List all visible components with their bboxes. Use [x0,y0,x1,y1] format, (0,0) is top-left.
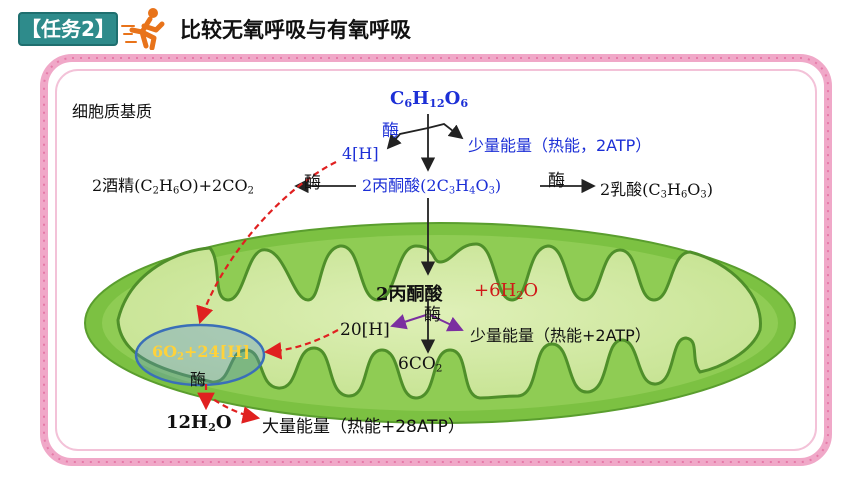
alcohol-product: 2酒精(C2H6O)+2CO2 [92,176,254,197]
mitochondrion-cristae [116,242,762,400]
hydrogen-4h: 4[H] [342,144,379,163]
mito-hydrogen-20h: 20[H] [340,320,390,340]
water-product: 12H2O [166,412,232,434]
mito-co2: 6CO2 [398,354,443,375]
cytoplasm-label: 细胞质基质 [72,102,153,121]
lactic-acid-product: 2乳酸(C3H6O3) [600,180,713,201]
glucose-formula: C6H12O6 [390,88,469,110]
enzyme-label-glycolysis: 酶 [382,121,399,141]
task-badge: 【任务2】 [18,12,118,46]
enzyme-label-mito: 酶 [424,305,441,325]
pyruvate-product: 2丙酮酸(2C3H4O3) [362,176,502,197]
oxygen-hydrogen-input: 6O2+24[H] [152,342,250,363]
mito-water-input: +6H2O [474,280,539,302]
mito-pyruvate: 2丙酮酸 [376,284,443,305]
runner-icon [120,6,174,54]
energy-small-mito: 少量能量（热能+2ATP） [470,326,651,345]
enzyme-label-alcohol: 酶 [304,173,321,193]
page-title: 比较无氧呼吸与有氧呼吸 [180,18,411,42]
enzyme-label-oxidation: 酶 [190,370,207,389]
energy-large: 大量能量（热能+28ATP） [262,417,465,437]
enzyme-label-lactic: 酶 [548,171,565,191]
energy-small-glycolysis: 少量能量（热能，2ATP） [468,136,652,155]
